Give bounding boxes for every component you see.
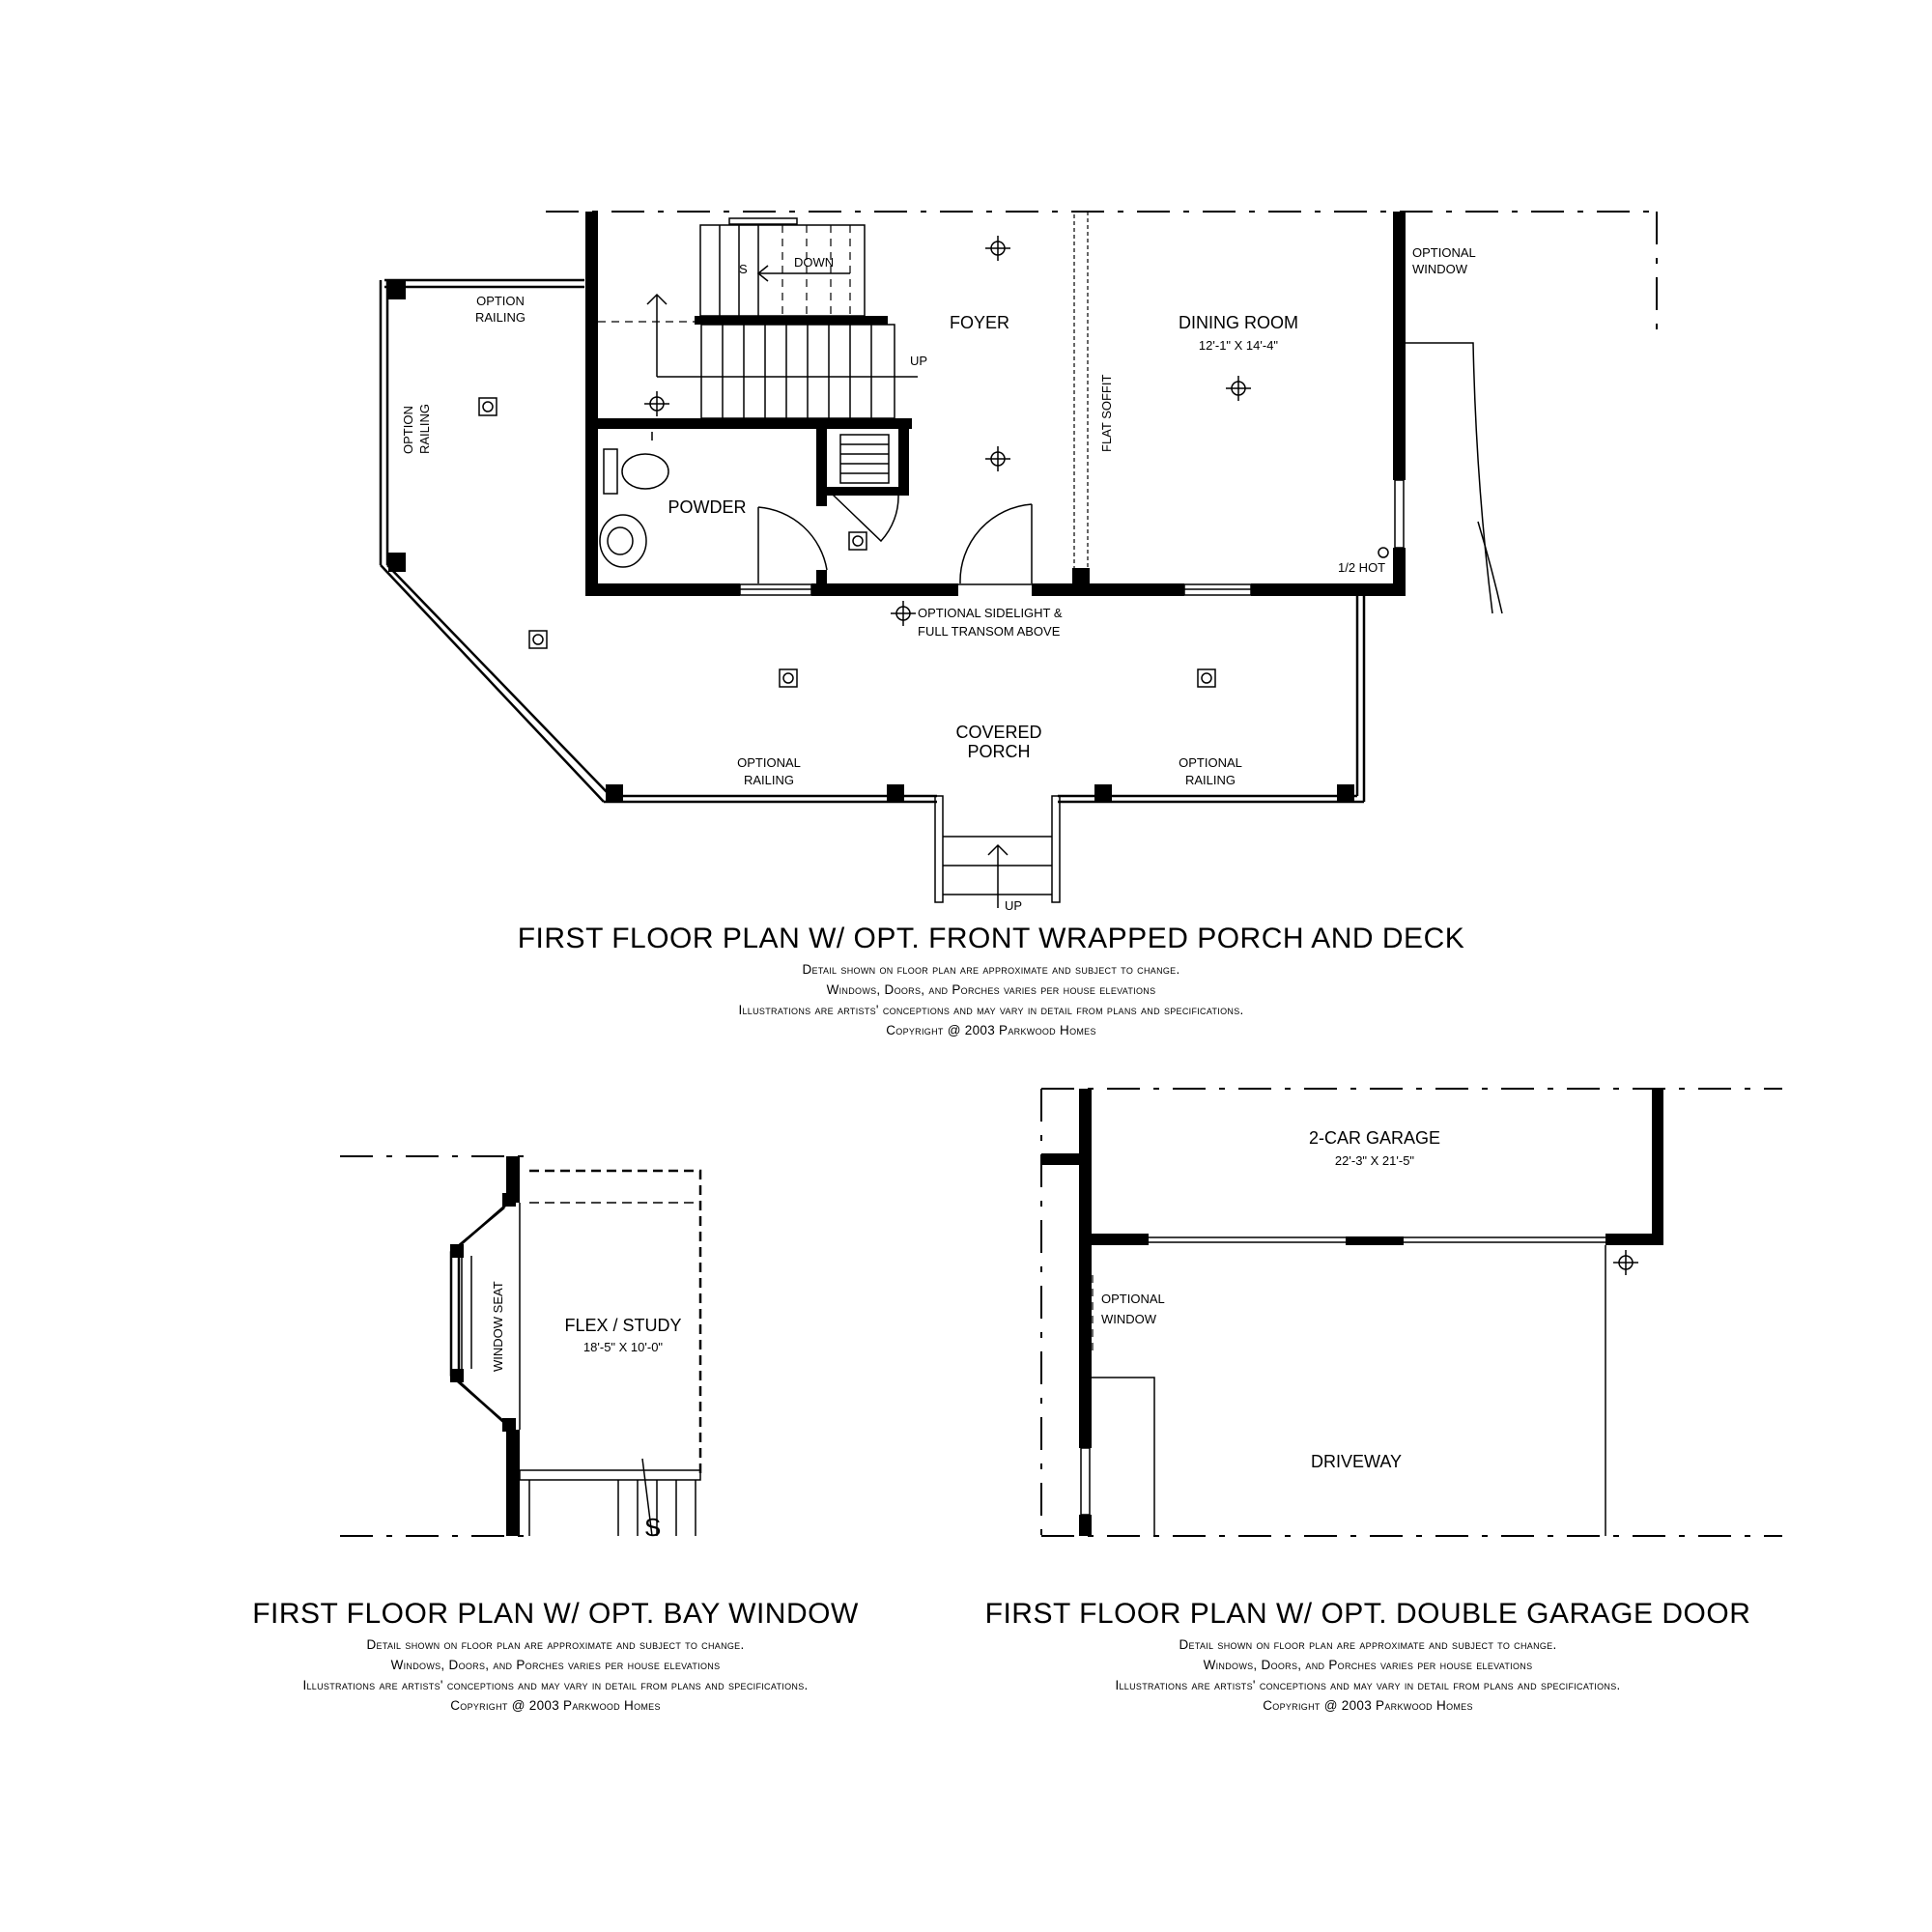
label-down: DOWN	[794, 255, 834, 270]
svg-text:S: S	[644, 1513, 661, 1542]
room-foyer: FOYER	[950, 313, 1009, 332]
svg-text:1/2 HOT: 1/2 HOT	[1338, 560, 1385, 575]
svg-text:PORCH: PORCH	[967, 742, 1030, 761]
door-swing-closet	[832, 494, 899, 543]
plan2-title: FIRST FLOOR PLAN W/ OPT. BAY WINDOW	[252, 1598, 859, 1630]
svg-text:Illustrations are artists' con: Illustrations are artists' conceptions a…	[738, 1003, 1243, 1017]
room-garage-dim: 22'-3" X 21'-5"	[1335, 1153, 1415, 1168]
porch-steps	[934, 795, 1061, 908]
wall-left	[585, 212, 598, 596]
room-dining: DINING ROOM	[1179, 313, 1298, 332]
plan1-title: FIRST FLOOR PLAN W/ OPT. FRONT WRAPPED P…	[518, 923, 1465, 954]
svg-text:RAILING: RAILING	[417, 404, 432, 454]
svg-text:RAILING: RAILING	[744, 773, 794, 787]
window-right	[1394, 479, 1405, 549]
svg-text:Windows, Doors, and Porches va: Windows, Doors, and Porches varies per h…	[1204, 1658, 1533, 1672]
stair-partial: S	[519, 1458, 701, 1542]
room-flex-study: FLEX / STUDY	[564, 1316, 681, 1335]
svg-text:Detail shown on floor plan are: Detail shown on floor plan are approxima…	[1179, 1637, 1556, 1652]
door-swing-powder	[757, 506, 828, 571]
svg-text:RAILING: RAILING	[1185, 773, 1236, 787]
toilet	[621, 453, 669, 490]
plan2-disclaimer: Detail shown on floor plan are approxima…	[302, 1637, 808, 1713]
stair: S	[598, 217, 918, 419]
svg-text:Illustrations are artists' con: Illustrations are artists' conceptions a…	[1115, 1678, 1620, 1692]
ceiling-lights	[644, 236, 1251, 626]
room-covered-porch: COVERED	[955, 723, 1041, 742]
wall-powder-top	[598, 418, 912, 429]
door-swing-entry	[959, 503, 1033, 584]
plan-bay-window: WINDOW SEAT S FLEX / STUDY 18'-5" X 10'-…	[252, 1155, 859, 1713]
driveway-left	[1092, 1377, 1155, 1536]
svg-text:Copyright @ 2003 Parkwood Home: Copyright @ 2003 Parkwood Homes	[886, 1023, 1096, 1037]
svg-text:Windows, Doors, and Porches va: Windows, Doors, and Porches varies per h…	[827, 982, 1156, 997]
label-garage-optional-window: OPTIONAL	[1101, 1292, 1165, 1306]
label-driveway: DRIVEWAY	[1311, 1452, 1402, 1471]
svg-text:RAILING: RAILING	[475, 310, 526, 325]
wall-bottom-left	[585, 583, 740, 596]
room-dining-dim: 12'-1" X 14'-4"	[1199, 338, 1279, 353]
plan-double-garage: OPTIONAL WINDOW 2-CAR GARAGE 22'-3" X 21…	[985, 1088, 1782, 1713]
porch-lights	[478, 397, 1216, 688]
label-option-railing-side: OPTION	[401, 406, 415, 454]
label-flat-soffit: FLAT SOFFIT	[1099, 375, 1114, 452]
wall-right	[1393, 212, 1406, 480]
svg-text:FULL TRANSOM ABOVE: FULL TRANSOM ABOVE	[918, 624, 1061, 639]
svg-text:Illustrations are artists' con: Illustrations are artists' conceptions a…	[302, 1678, 808, 1692]
plan3-title: FIRST FLOOR PLAN W/ OPT. DOUBLE GARAGE D…	[985, 1598, 1751, 1630]
driveway-edge	[1406, 342, 1493, 614]
label-up-steps: UP	[1005, 898, 1022, 913]
closet-shelves	[839, 434, 890, 484]
plan3-disclaimer: Detail shown on floor plan are approxima…	[1115, 1637, 1620, 1713]
room-garage: 2-CAR GARAGE	[1309, 1128, 1440, 1148]
bay-window	[449, 1193, 516, 1432]
svg-text:S: S	[739, 262, 748, 276]
label-optional-window: OPTIONAL	[1412, 245, 1476, 260]
label-railing-left: OPTIONAL	[737, 755, 801, 770]
svg-text:WINDOW: WINDOW	[1101, 1312, 1157, 1326]
svg-text:Detail shown on floor plan are: Detail shown on floor plan are approxima…	[366, 1637, 744, 1652]
plan1-disclaimer: Detail shown on floor plan are approxima…	[738, 962, 1243, 1037]
label-option-railing-top: OPTION	[476, 294, 525, 308]
svg-text:Windows, Doors, and Porches va: Windows, Doors, and Porches varies per h…	[391, 1658, 721, 1672]
flat-soffit	[1073, 211, 1089, 584]
label-sidelight: OPTIONAL SIDELIGHT &	[918, 606, 1063, 620]
sink	[599, 514, 647, 568]
label-up-stair: UP	[910, 354, 927, 368]
svg-text:WINDOW: WINDOW	[1412, 262, 1468, 276]
svg-text:Detail shown on floor plan are: Detail shown on floor plan are approxima…	[802, 962, 1179, 977]
label-railing-right: OPTIONAL	[1179, 755, 1242, 770]
room-flex-dim: 18'-5" X 10'-0"	[583, 1340, 664, 1354]
label-window-seat: WINDOW SEAT	[491, 1281, 505, 1372]
svg-text:Copyright @ 2003 Parkwood Home: Copyright @ 2003 Parkwood Homes	[450, 1698, 661, 1713]
flex-boundary	[529, 1169, 702, 1478]
room-powder: POWDER	[668, 497, 747, 517]
porch-railing	[379, 278, 1366, 804]
svg-text:Copyright @ 2003 Parkwood Home: Copyright @ 2003 Parkwood Homes	[1263, 1698, 1473, 1713]
plan-front-porch: S DOWN UP FLAT SOFFIT OPTIONAL WINDOW	[379, 211, 1658, 1037]
